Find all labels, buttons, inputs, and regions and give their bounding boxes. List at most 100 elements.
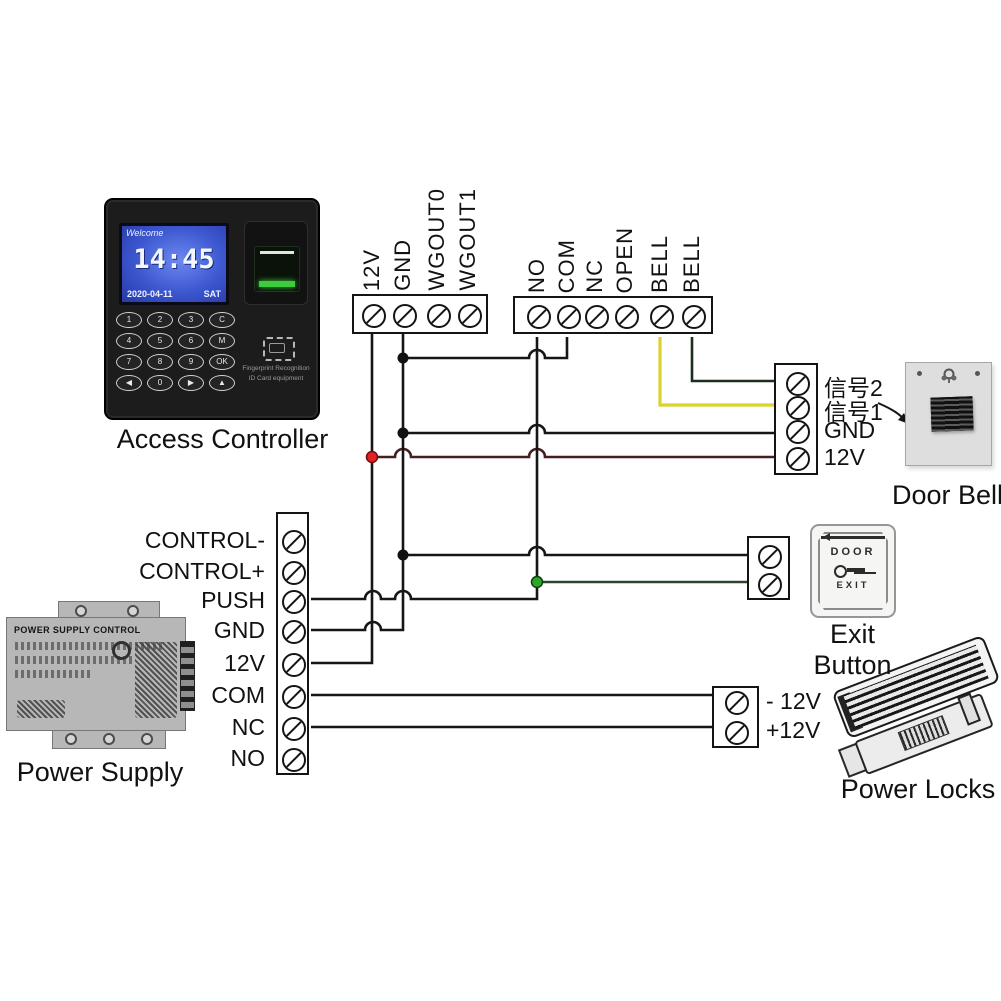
terminal-label-com: COM [554, 238, 579, 293]
exit-button-plate [818, 532, 888, 610]
terminal-label-com-left: COM [211, 682, 265, 708]
terminal-label-wgout0: WGOUT0 [424, 188, 449, 291]
terminal-label-push: PUSH [201, 587, 265, 613]
door-bell-label: Door Bell [891, 480, 1001, 510]
terminal-label-control-plus: CONTROL+ [139, 558, 265, 584]
terminal-screw [786, 447, 810, 471]
key-menu: M [209, 333, 235, 349]
wire-gnd-to-doorbell [403, 423, 775, 435]
key-icon [834, 564, 868, 578]
access-controller-label: Access Controller [116, 424, 329, 454]
exit-button-label: Exit Button [813, 619, 892, 680]
key-1: 1 [116, 312, 142, 328]
controller-lcd-screen: Welcome 14:45 2020-04-11 SAT [119, 223, 229, 305]
fingerprint-panel [244, 221, 308, 305]
exit-button-slide-bar [821, 533, 885, 541]
lcd-welcome-text: Welcome [126, 228, 164, 238]
id-card-icon [263, 337, 295, 361]
access-controller-device: Welcome 14:45 2020-04-11 SAT 1 2 3 C 4 5… [104, 198, 320, 420]
terminal-label-no-left: NO [230, 745, 266, 771]
junction-gnd-com [397, 352, 409, 364]
terminal-screw [362, 304, 386, 328]
wire-gnd-vertical [311, 334, 405, 632]
terminal-screw [282, 685, 306, 709]
terminal-screw [682, 305, 706, 329]
key-ok: OK [209, 354, 235, 370]
terminal-screw [282, 561, 306, 585]
wire-gnd-to-exit [403, 545, 748, 557]
key-4: 4 [116, 333, 142, 349]
lcd-date: 2020-04-11 [127, 289, 173, 299]
power-locks-label: Power Locks [840, 774, 996, 804]
controller-keypad: 1 2 3 C 4 5 6 M 7 8 9 OK ◀ 0 ▶ ▲ [116, 312, 238, 391]
terminal-label-nc-left: NC [231, 714, 265, 740]
terminal-label-open: OPEN [612, 226, 637, 293]
door-bell-grille [930, 396, 974, 432]
door-bell-device [905, 362, 992, 466]
terminal-screw [725, 721, 749, 745]
terminal-screw [282, 590, 306, 614]
terminal-screw [758, 573, 782, 597]
controller-power-terminal-block [352, 294, 488, 334]
terminal-screw [427, 304, 451, 328]
key-left: ◀ [116, 375, 142, 391]
power-supply-tab-top [58, 601, 160, 620]
key-0: 0 [147, 375, 173, 391]
exit-button-device: DOOR EXIT [810, 524, 896, 618]
key-9: 9 [178, 354, 204, 370]
terminal-screw [725, 691, 749, 715]
exit-button-exit-text: EXIT [836, 580, 870, 591]
wire-bell2-green [690, 337, 775, 383]
key-2: 2 [147, 312, 173, 328]
terminal-label-control-minus: CONTROL- [144, 527, 265, 553]
terminal-label-doorbell-gnd: GND [824, 417, 876, 443]
power-supply-vent [135, 642, 177, 718]
terminal-label-bell1: BELL [647, 235, 672, 293]
wire-no-to-push [311, 337, 539, 601]
terminal-screw [615, 305, 639, 329]
terminal-label-gnd: GND [390, 239, 415, 291]
key-5: 5 [147, 333, 173, 349]
key-7: 7 [116, 354, 142, 370]
key-6: 6 [178, 333, 204, 349]
exit-button-door-text: DOOR [830, 546, 876, 558]
fingerprint-sensor [254, 246, 300, 292]
terminal-screw [458, 304, 482, 328]
terminal-screw [393, 304, 417, 328]
terminal-label-12v: 12V [359, 248, 384, 291]
terminal-label-12v-left: 12V [224, 650, 265, 676]
terminal-screw [650, 305, 674, 329]
terminal-label-wgout1: WGOUT1 [455, 188, 480, 291]
exit-button-terminal-block [747, 536, 790, 600]
terminal-label-minus-12v: - 12V [766, 688, 821, 714]
key-power: ▲ [209, 375, 235, 391]
terminal-screw [282, 717, 306, 741]
powerlock-terminal-block [712, 686, 759, 748]
terminal-label-gnd-left: GND [213, 617, 265, 643]
junction-gnd-doorbell [397, 427, 409, 439]
wire-12v-to-doorbell [372, 447, 775, 459]
terminal-label-nc: NC [582, 259, 607, 293]
junction-12v-red [365, 450, 379, 464]
terminal-label-doorbell-12v: 12V [824, 444, 865, 470]
key-esc: C [209, 312, 235, 328]
bell-icon [941, 368, 957, 383]
power-supply-device: POWER SUPPLY CONTROL [6, 617, 186, 731]
terminal-screw [585, 305, 609, 329]
terminal-label-signal2: 信号2 [824, 375, 883, 401]
junction-gnd-exit [397, 549, 409, 561]
controller-caption: Fingerprint Recognition ID Card equipmen… [242, 365, 310, 382]
controller-relay-terminal-block [513, 296, 713, 334]
terminal-screw [282, 653, 306, 677]
terminal-screw [282, 530, 306, 554]
terminal-screw [282, 748, 306, 772]
power-supply-terminal-strip [180, 641, 195, 711]
terminal-label-no: NO [524, 258, 549, 293]
lcd-day: SAT [203, 289, 221, 299]
power-supply-marking [17, 700, 65, 718]
terminal-screw [786, 372, 810, 396]
lcd-time: 14:45 [133, 244, 215, 275]
doorbell-terminal-block [774, 363, 818, 475]
